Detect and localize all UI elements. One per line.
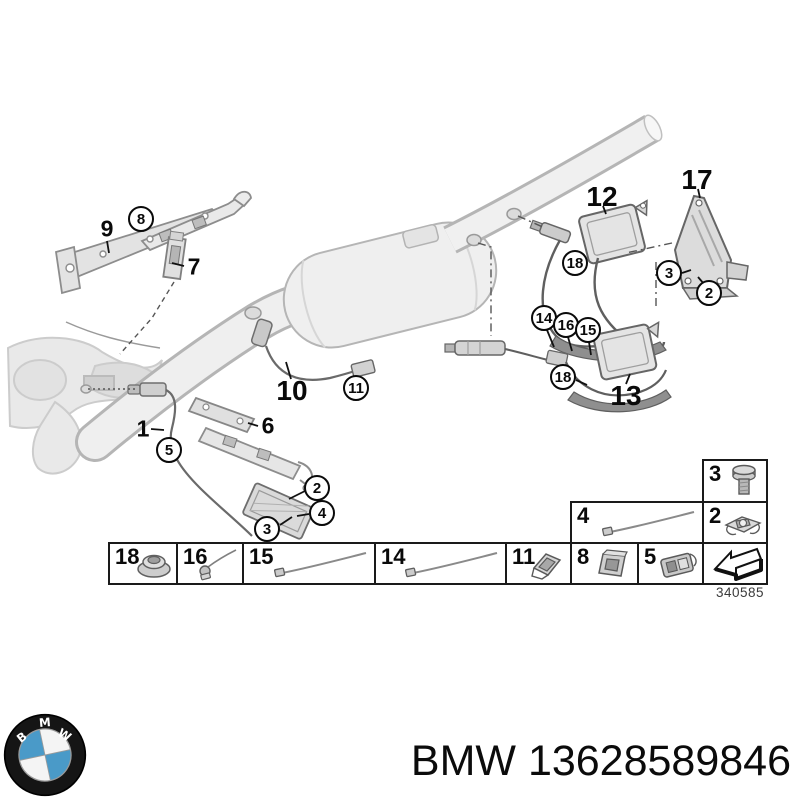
logo-letter-m: M bbox=[38, 715, 51, 730]
legend-cell-18: 18 bbox=[108, 542, 178, 585]
legend-cell-5: 5 bbox=[637, 542, 704, 585]
hex-bolt-icon bbox=[724, 462, 764, 500]
legend-cell-number: 3 bbox=[709, 461, 722, 486]
clip-icon bbox=[524, 546, 568, 582]
legend-cell-3: 3 bbox=[702, 459, 768, 503]
bmw-logo-icon: B M W bbox=[3, 713, 87, 797]
clamp-clip-icon bbox=[591, 546, 635, 582]
part-number-label: BMW 13628589846 bbox=[410, 737, 791, 785]
legend-cell-14: 14 bbox=[374, 542, 507, 585]
legend-cell-8: 8 bbox=[570, 542, 639, 585]
legend-cell-number: 16 bbox=[183, 544, 208, 569]
plastic-nut-icon bbox=[134, 547, 174, 581]
legend-cell-arrow bbox=[702, 542, 768, 585]
legend-cell-11: 11 bbox=[505, 542, 572, 585]
figure-number: 340585 bbox=[715, 585, 764, 600]
legend-cell-number: 2 bbox=[709, 503, 722, 528]
legend-cell-16: 16 bbox=[176, 542, 244, 585]
cage-nut-icon bbox=[720, 505, 764, 541]
exploded-diagram-art bbox=[6, 114, 749, 540]
legend-cell-2: 2 bbox=[702, 501, 768, 544]
logo-letter-w: W bbox=[55, 726, 73, 745]
legend-cell-number: 15 bbox=[249, 544, 274, 569]
sensor-screw-icon bbox=[196, 547, 240, 581]
legend-cell-4: 4 bbox=[570, 501, 704, 544]
cable-tie-icon bbox=[600, 508, 700, 538]
direction-arrow-icon bbox=[712, 545, 764, 583]
legend-cell-number: 18 bbox=[115, 544, 140, 569]
legend-cell-number: 4 bbox=[577, 503, 590, 528]
legend-cell-15: 15 bbox=[242, 542, 376, 585]
cable-tie-icon bbox=[403, 549, 503, 579]
holder-clip-icon bbox=[656, 546, 700, 582]
legend-cell-number: 8 bbox=[577, 544, 590, 569]
legend-cell-number: 5 bbox=[644, 544, 657, 569]
cable-tie-icon bbox=[272, 549, 372, 579]
legend-cell-number: 14 bbox=[381, 544, 406, 569]
legend-cell-number: 11 bbox=[512, 544, 536, 569]
footer: B M W BMW 13628589846 bbox=[0, 705, 800, 800]
